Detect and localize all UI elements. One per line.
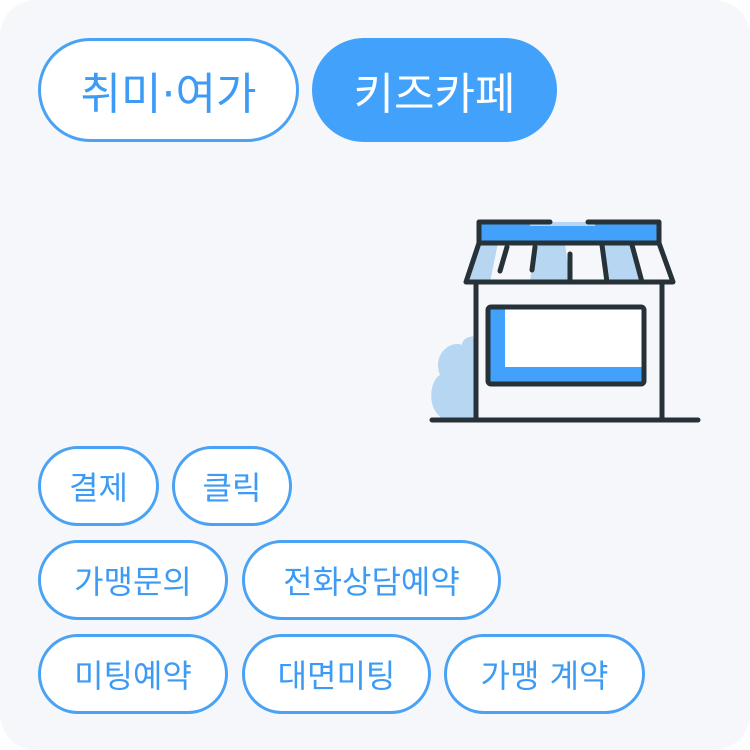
- tag-franchise-inquiry[interactable]: 가맹문의: [38, 540, 228, 620]
- tag-click[interactable]: 클릭: [172, 446, 292, 526]
- category-hobby[interactable]: 취미·여가: [38, 38, 299, 142]
- tag-phone-consult[interactable]: 전화상담예약: [242, 540, 501, 620]
- category-kids-cafe[interactable]: 키즈카페: [312, 38, 557, 142]
- tag-franchise-contract[interactable]: 가맹 계약: [444, 634, 645, 714]
- tag-meeting-booking[interactable]: 미팅예약: [38, 634, 228, 714]
- tag-in-person-meeting[interactable]: 대면미팅: [242, 634, 431, 714]
- tag-payment[interactable]: 결제: [38, 446, 159, 526]
